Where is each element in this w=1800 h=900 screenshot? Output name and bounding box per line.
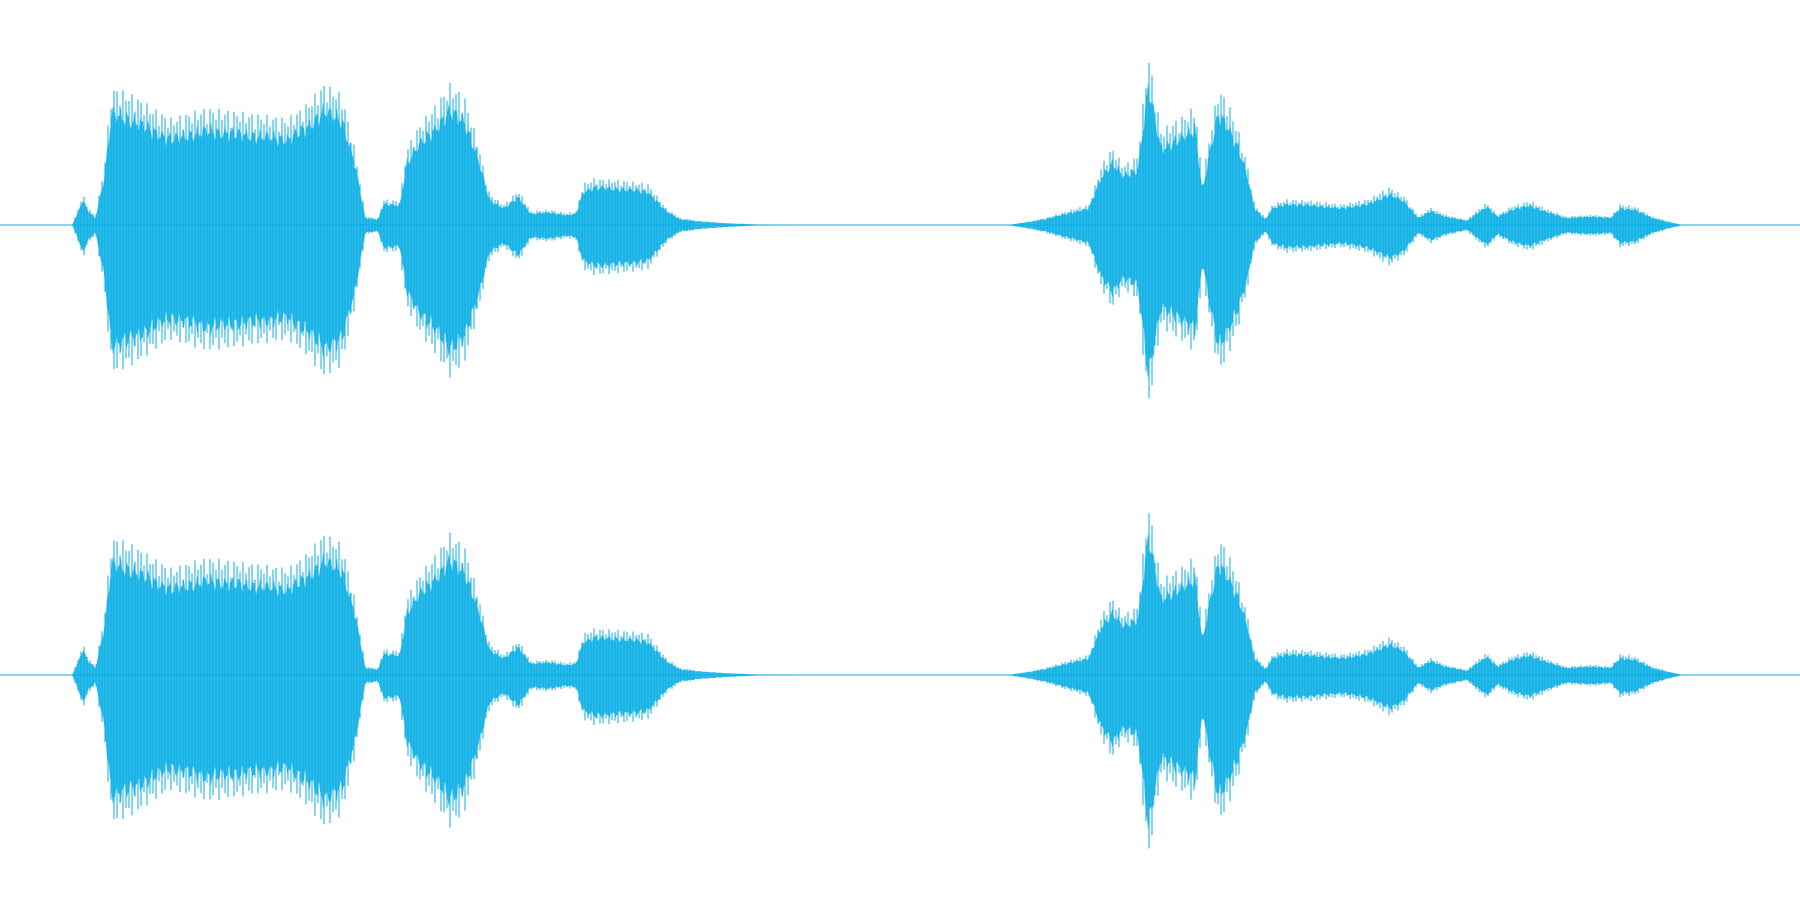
channel-left (0, 63, 1800, 399)
channel-right (0, 450, 1800, 900)
waveform-right-strokes (74, 513, 1663, 849)
waveform-right (0, 513, 1800, 849)
waveform-left (0, 63, 1800, 399)
waveform-left-strokes (74, 63, 1663, 399)
